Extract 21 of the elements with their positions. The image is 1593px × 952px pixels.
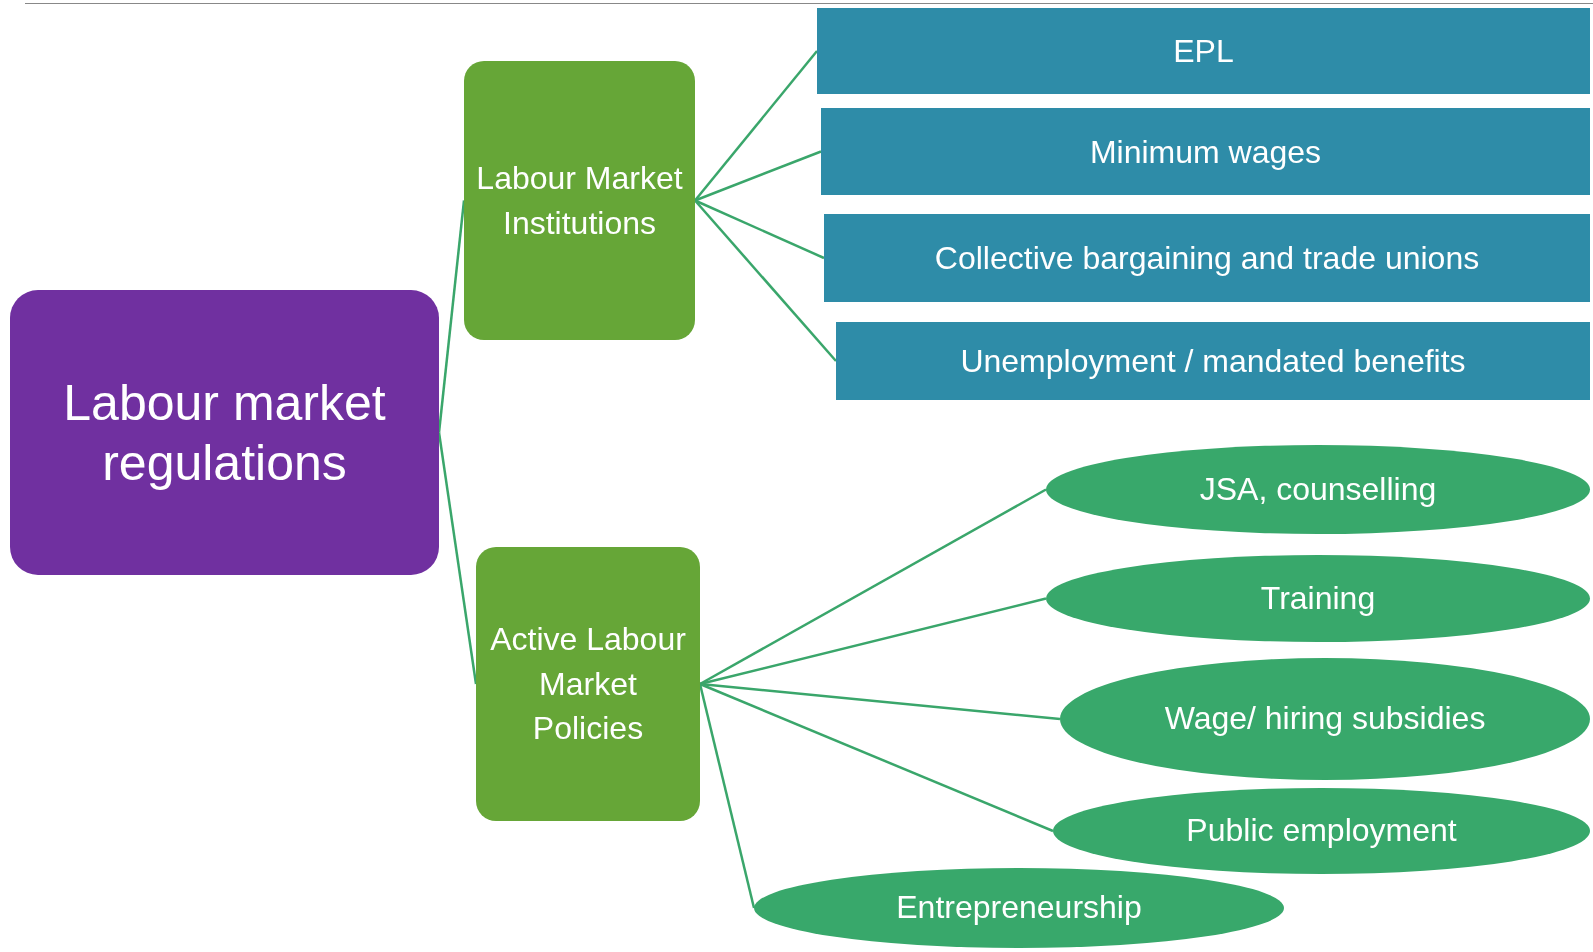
item-ellipse: Wage/ hiring subsidies	[1060, 658, 1590, 780]
connector-line	[699, 488, 1047, 686]
item-box: EPL	[817, 8, 1590, 94]
item-box: Minimum wages	[821, 108, 1590, 195]
connector-line	[437, 432, 478, 685]
item-ellipse: JSA, counselling	[1046, 445, 1590, 534]
connector-line	[694, 199, 837, 362]
connector-line	[694, 50, 818, 202]
connector-line	[698, 683, 756, 909]
connector-line	[699, 682, 1054, 833]
root-box: Labour market regulations	[10, 290, 439, 575]
category-box: Active Labour Market Policies	[476, 547, 700, 821]
item-ellipse: Public employment	[1053, 788, 1590, 874]
category-box: Labour Market Institutions	[464, 61, 695, 340]
item-ellipse: Entrepreneurship	[754, 868, 1284, 948]
connector-line	[694, 199, 825, 260]
item-ellipse: Training	[1046, 555, 1590, 642]
item-box: Collective bargaining and trade unions	[824, 214, 1590, 302]
item-box: Unemployment / mandated benefits	[836, 322, 1590, 400]
connector-line	[437, 200, 466, 433]
connector-line	[694, 150, 822, 202]
